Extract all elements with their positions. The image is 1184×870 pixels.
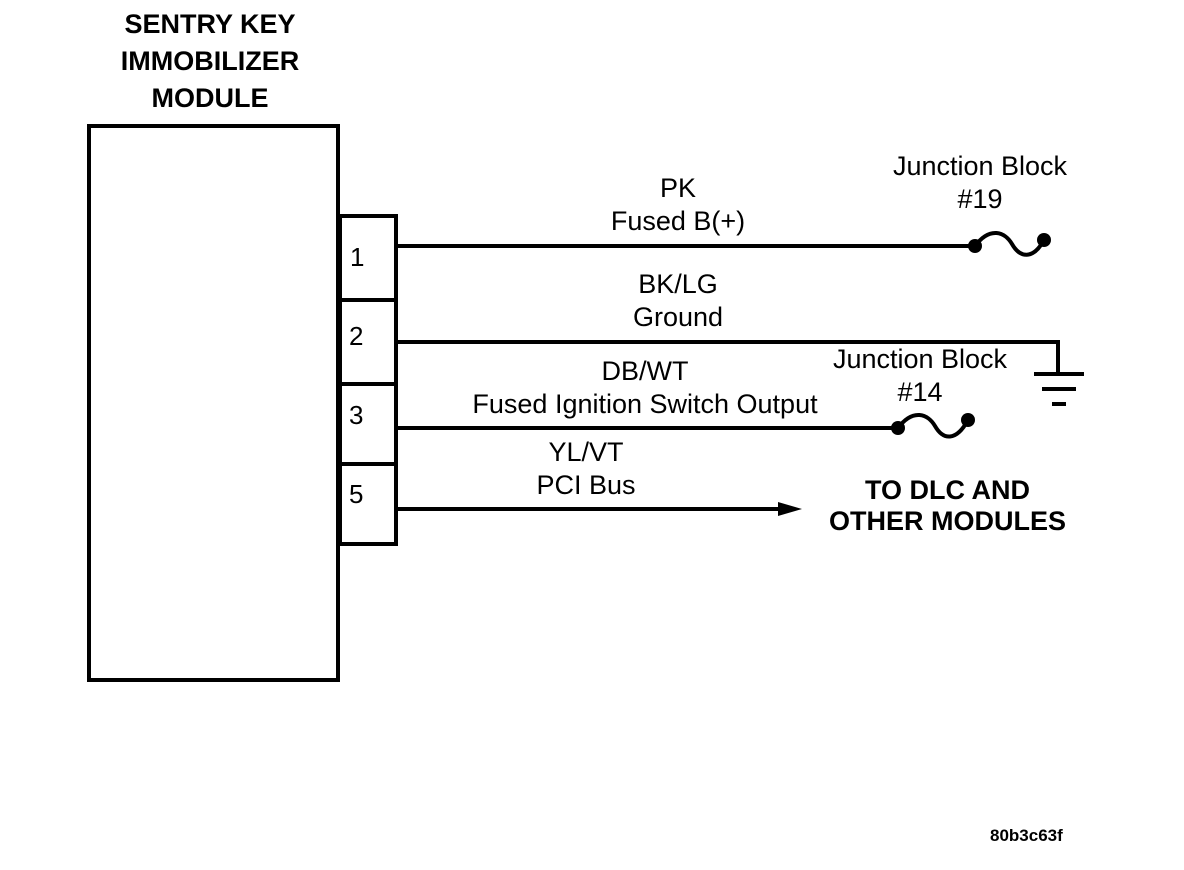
connector-cavity-5 bbox=[338, 462, 398, 546]
pin-number: 3 bbox=[349, 400, 364, 430]
wire-label-pin-2: BK/LG Ground bbox=[578, 268, 778, 334]
pin-number: 5 bbox=[349, 479, 364, 509]
wire-color: YL/VT bbox=[548, 437, 624, 467]
wire-pin-2 bbox=[398, 340, 1060, 372]
arrow-icon bbox=[778, 502, 802, 516]
module-title-line: IMMOBILIZER bbox=[120, 46, 300, 76]
junction-block-name: Junction Block bbox=[832, 344, 1008, 374]
pin-number: 1 bbox=[350, 242, 365, 272]
destination-line: OTHER MODULES bbox=[828, 506, 1066, 536]
destination-line: TO DLC AND bbox=[865, 475, 1030, 505]
ground-icon bbox=[1034, 372, 1084, 406]
wire-label-pin-5: YL/VT PCI Bus bbox=[486, 436, 686, 502]
module-title-line: SENTRY KEY bbox=[124, 9, 296, 39]
pin-number: 2 bbox=[349, 321, 364, 351]
figure-code: 80b3c63f bbox=[990, 826, 1063, 845]
connector-cavity-1 bbox=[338, 214, 398, 302]
wire-label-pin-3: DB/WT Fused Ignition Switch Output bbox=[430, 355, 860, 421]
junction-block-name: Junction Block bbox=[892, 151, 1068, 181]
fuse-icon-jb14 bbox=[891, 413, 975, 439]
wire-color: BK/LG bbox=[638, 269, 718, 299]
module-title: SENTRY KEY IMMOBILIZER MODULE bbox=[80, 6, 340, 117]
fuse-icon-jb19 bbox=[968, 231, 1051, 257]
junction-block-id: #14 bbox=[897, 377, 943, 407]
circuit-name: PCI Bus bbox=[536, 470, 636, 500]
circuit-name: Fused Ignition Switch Output bbox=[472, 389, 818, 419]
junction-block-19-label: Junction Block #19 bbox=[870, 150, 1090, 216]
destination-label: TO DLC AND OTHER MODULES bbox=[800, 475, 1095, 537]
wire-color: DB/WT bbox=[601, 356, 689, 386]
wire-label-pin-1: PK Fused B(+) bbox=[578, 172, 778, 238]
junction-block-id: #19 bbox=[957, 184, 1003, 214]
connector bbox=[338, 214, 398, 546]
wire-color: PK bbox=[659, 173, 697, 203]
junction-block-14-label: Junction Block #14 bbox=[810, 343, 1030, 409]
circuit-name: Fused B(+) bbox=[610, 206, 746, 236]
module-title-line: MODULE bbox=[151, 83, 269, 113]
circuit-name: Ground bbox=[632, 302, 724, 332]
module-box bbox=[87, 124, 340, 682]
